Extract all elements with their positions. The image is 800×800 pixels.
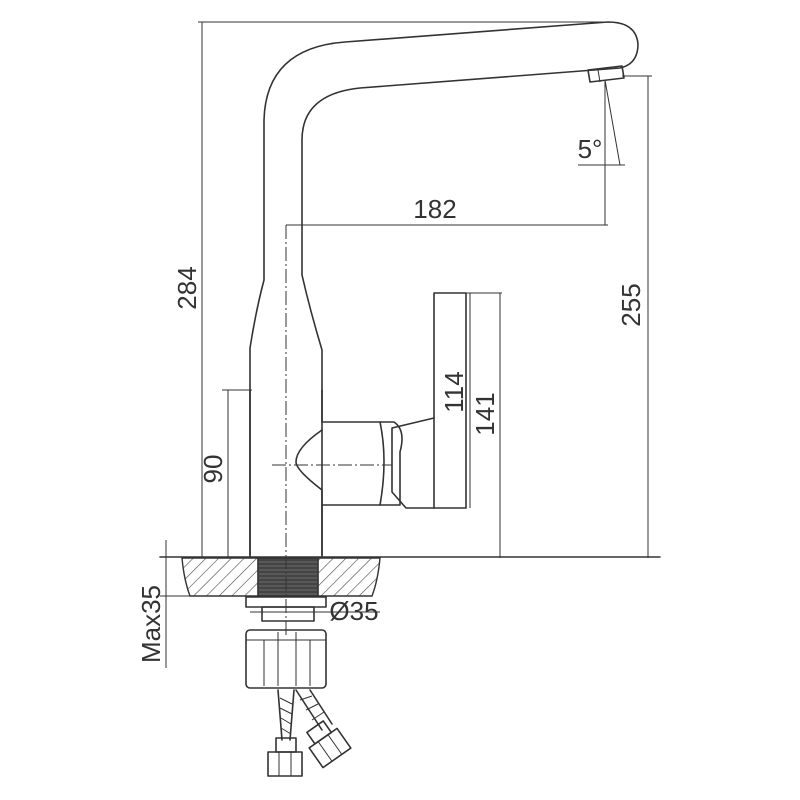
label-max-thickness: Max35: [136, 585, 166, 663]
hose-right-braid: [299, 695, 325, 721]
hose-left-braid: [279, 697, 293, 735]
hose-right-nut: [308, 727, 352, 769]
label-body-height: 90: [198, 455, 228, 484]
thread-stud: [261, 606, 315, 622]
hose-right-nut-line: [317, 741, 333, 762]
cartridge-inner: [379, 421, 385, 506]
hose-left-nut: [267, 751, 303, 777]
label-total-height: 284: [172, 266, 202, 309]
handle-lever: [391, 292, 467, 509]
countertop-right: [317, 557, 381, 597]
faucet-outline: [249, 21, 639, 557]
center-lines: [272, 80, 606, 635]
label-handle-inner: 114: [439, 371, 469, 412]
hose-left-collar: [275, 737, 297, 753]
hose-right: [295, 689, 323, 731]
dim-angle-line: [604, 79, 621, 166]
label-spout-reach: 182: [413, 194, 456, 224]
hose-left-2: [289, 689, 295, 741]
aerator: [587, 65, 625, 83]
countertop-section: [159, 556, 661, 597]
fixing-nut: [245, 629, 327, 689]
hose-left: [277, 689, 283, 741]
mounting-hole: [257, 557, 319, 597]
countertop-left: [181, 557, 259, 597]
dimension-lines: [160, 21, 652, 668]
label-spout-height: 255: [616, 283, 646, 326]
label-handle-outer: 141: [470, 392, 500, 435]
label-hole-diameter: Ø35: [329, 596, 378, 626]
dimension-labels: 284 255 182 5° 114 141 90 Ø35 Max35: [136, 134, 646, 663]
fixing-assembly: [245, 596, 327, 689]
aerator-line: [597, 69, 601, 83]
flexible-hoses: [267, 689, 352, 777]
cartridge-housing: [295, 389, 403, 506]
spout-outer-contour: [249, 21, 639, 556]
label-spout-angle: 5°: [578, 134, 603, 164]
hose-right-nut-line2: [327, 734, 343, 755]
hose-right-2: [309, 689, 333, 725]
